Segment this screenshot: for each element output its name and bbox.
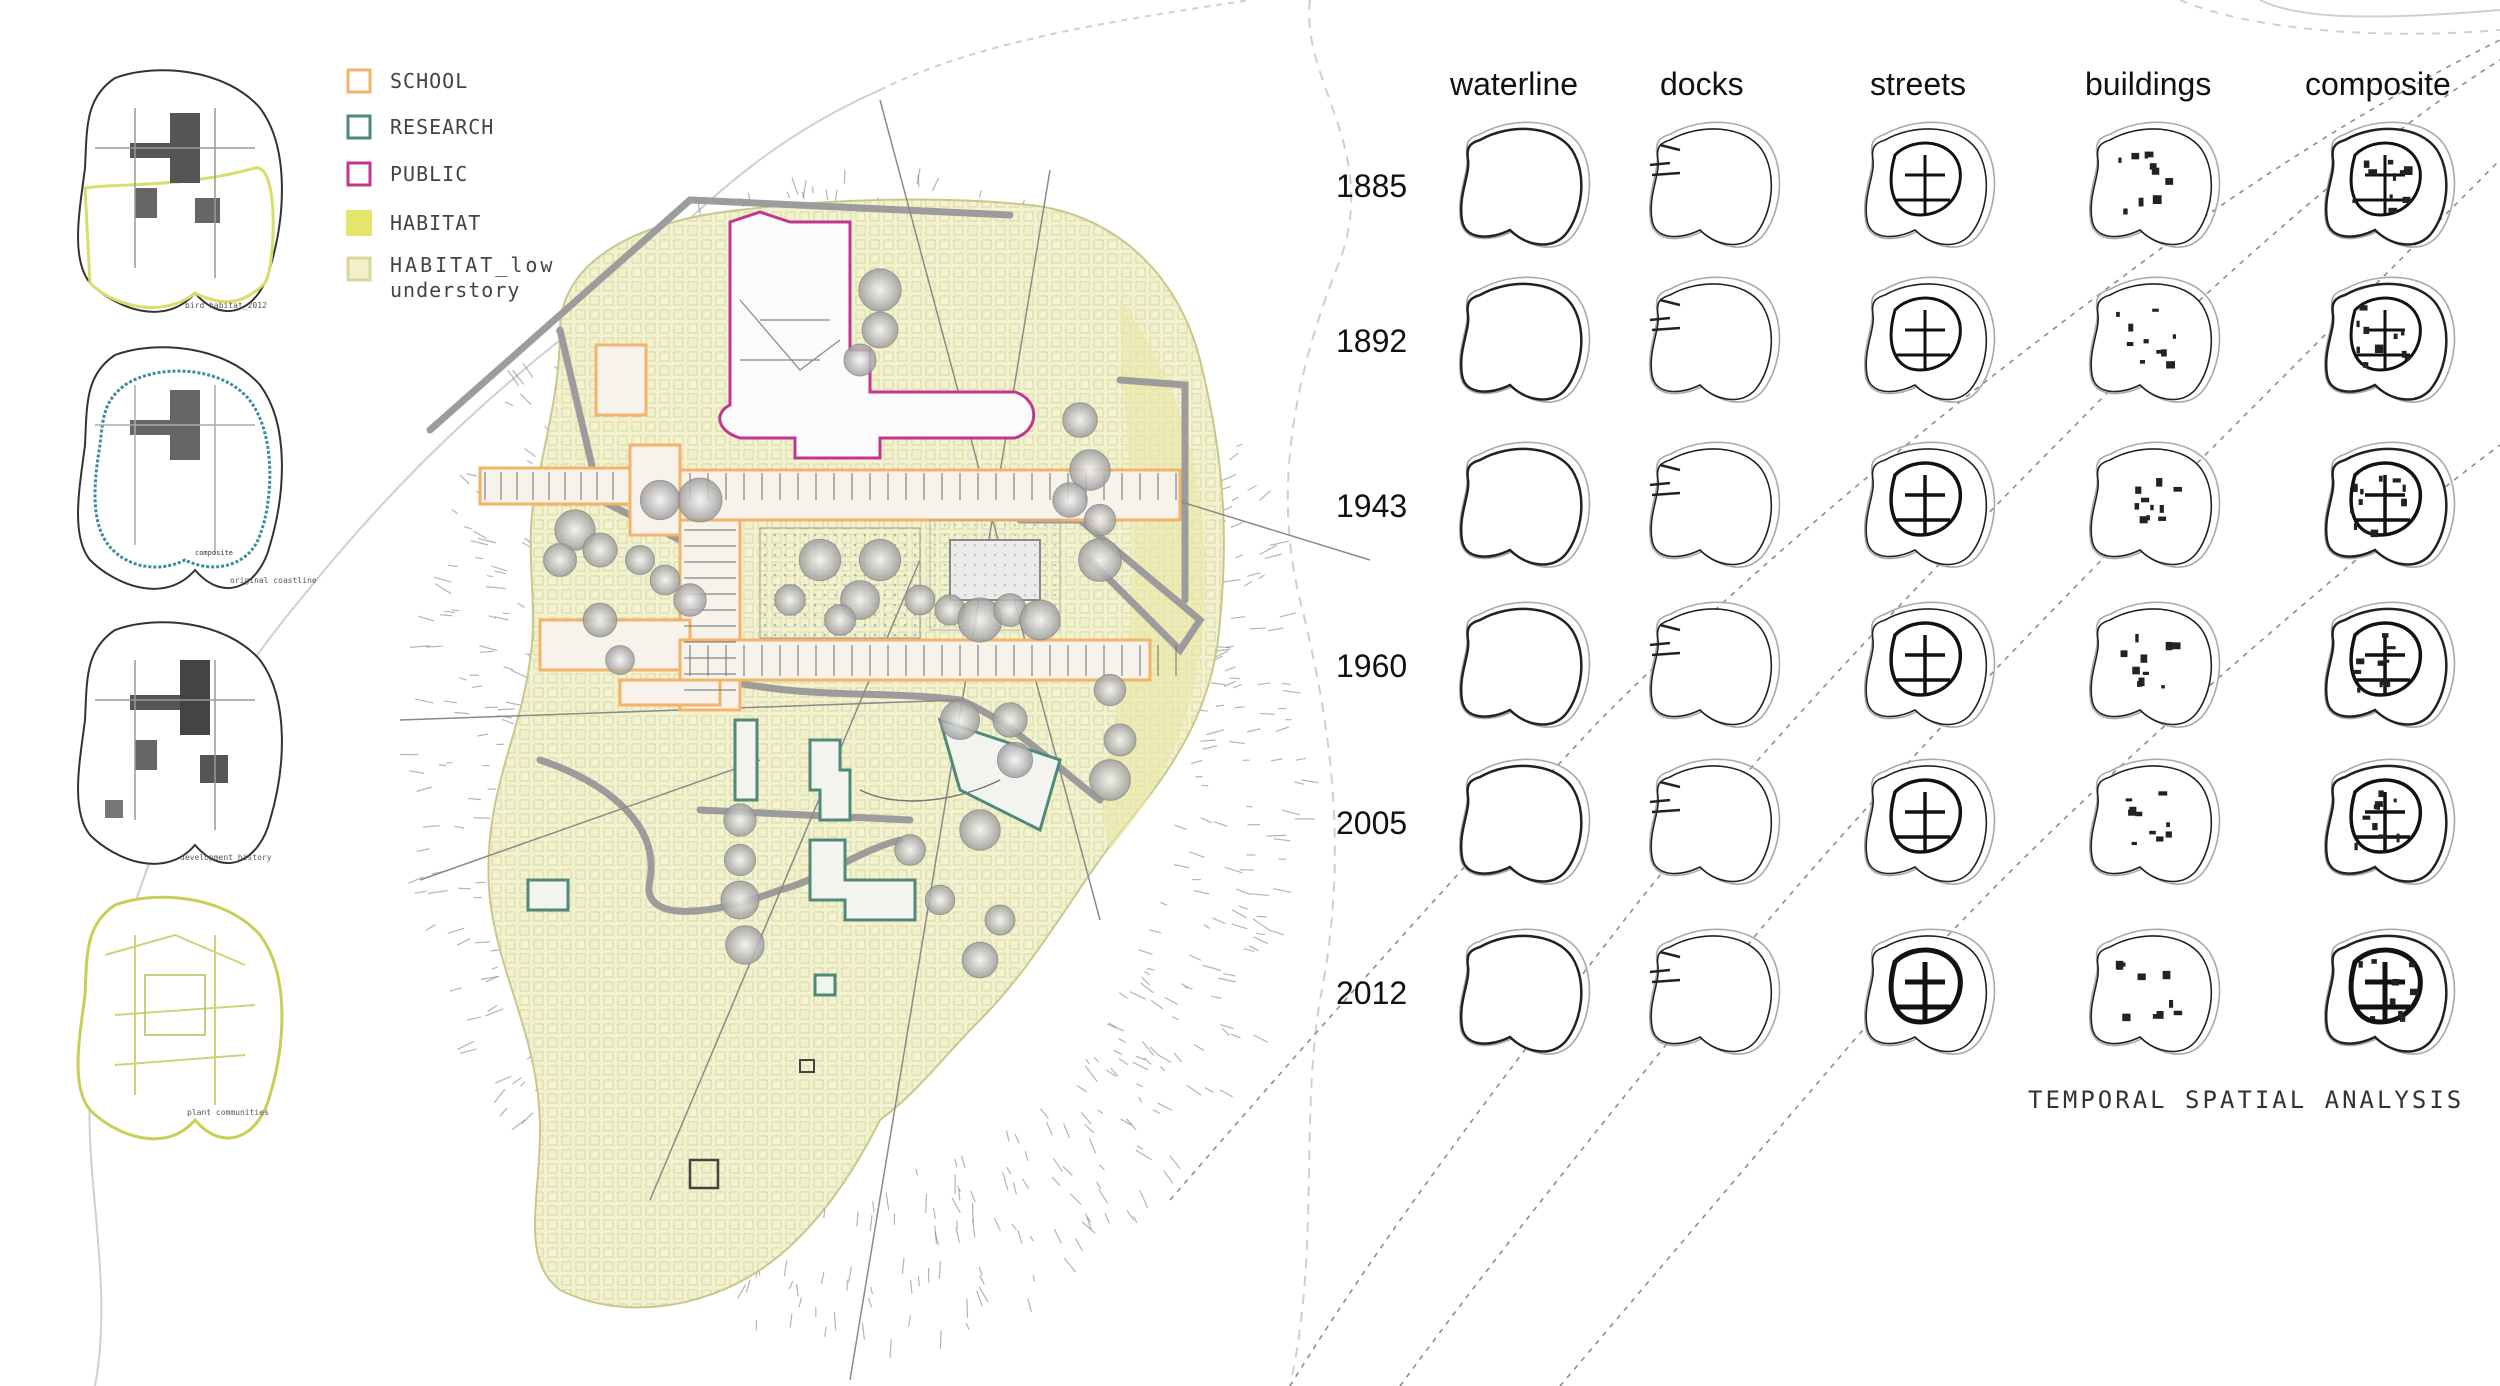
matrix-row-header-2005: 2005	[1336, 805, 1407, 841]
legend-label-habitat-low: HABITAT_low	[390, 253, 555, 277]
matrix-column-header-waterline: waterline	[1449, 66, 1578, 102]
matrix-column-header-streets: streets	[1870, 66, 1966, 102]
legend: SCHOOL RESEARCH PUBLIC HABITAT HABITAT_l…	[346, 68, 555, 302]
matrix-cell-composite-1943	[2323, 441, 2456, 568]
research-buildings	[526, 717, 1062, 997]
matrix-cell-docks-1960	[1648, 601, 1781, 728]
matrix-title: TEMPORAL SPATIAL ANALYSIS	[2028, 1086, 2464, 1114]
matrix-row-header-1960: 1960	[1336, 648, 1407, 684]
matrix-cell-composite-2012	[2323, 928, 2456, 1055]
matrix-cell-docks-1885	[1648, 121, 1781, 248]
matrix-row-header-1892: 1892	[1336, 323, 1407, 359]
matrix-row-header-2012: 2012	[1336, 975, 1407, 1011]
matrix-cell-waterline-1943	[1458, 441, 1591, 568]
matrix-cell-buildings-1892	[2088, 276, 2221, 403]
matrix-cell-streets-1885	[1863, 121, 1996, 248]
legend-swatch-school	[346, 68, 372, 94]
matrix-cell-streets-2005	[1863, 758, 1996, 885]
matrix-cell-waterline-2005	[1458, 758, 1591, 885]
matrix-dashed-shorelines	[1169, 39, 2500, 1386]
thumbnail-caption-2: development_history	[180, 853, 272, 862]
legend-label-school: SCHOOL	[390, 69, 468, 93]
matrix-column-headers: waterline docks streets buildings composite	[1449, 66, 2451, 102]
tree-canopies	[543, 268, 1137, 979]
matrix-row-header-1885: 1885	[1336, 168, 1407, 204]
thumbnail-caption-0: bird habitat_2012	[185, 301, 267, 310]
matrix-cell-waterline-1960	[1458, 601, 1591, 728]
public-building	[718, 210, 1036, 460]
matrix-column-header-composite: composite	[2305, 66, 2451, 102]
matrix-cell-streets-1892	[1863, 276, 1996, 403]
matrix-cell-docks-1892	[1648, 276, 1781, 403]
matrix-cell-buildings-1943	[2088, 441, 2221, 568]
matrix-cell-buildings-1885	[2088, 121, 2221, 248]
matrix-column-header-buildings: buildings	[2085, 66, 2211, 102]
matrix-cell-waterline-2012	[1458, 928, 1591, 1055]
matrix-cell-streets-1960	[1863, 601, 1996, 728]
matrix-cell-composite-1885	[2323, 121, 2456, 248]
matrix-cell-composite-1892	[2323, 276, 2456, 403]
research-walkway	[859, 779, 1001, 802]
public-plaza-lines	[739, 299, 841, 371]
matrix-cell-streets-2012	[1863, 928, 1996, 1055]
legend-label-research: RESEARCH	[390, 115, 494, 139]
thumbnail-bird-habitat: bird habitat_2012	[77, 69, 283, 313]
pavilion-mid	[799, 1059, 815, 1073]
matrix-cell-buildings-2005	[2088, 758, 2221, 885]
matrix-cell-waterline-1892	[1458, 276, 1591, 403]
legend-label-public: PUBLIC	[390, 162, 468, 186]
thumbnail-development-history: development_history	[77, 621, 283, 865]
matrix-cell-composite-2005	[2323, 758, 2456, 885]
thumbnail-subcaption-1: composite	[195, 549, 233, 557]
legend-swatch-public	[346, 161, 372, 187]
matrix-row-headers: 1885 1892 1943 1960 2005 2012	[1336, 168, 1407, 1011]
matrix-cell-waterline-1885	[1458, 121, 1591, 248]
matrix-cells	[1458, 121, 2456, 1055]
matrix-cell-docks-2012	[1648, 928, 1781, 1055]
analysis-thumbnails: bird habitat_2012 composite original coa…	[76, 69, 317, 1141]
matrix-cell-docks-1943	[1648, 441, 1781, 568]
legend-label-habitat-low-2: understory	[390, 278, 520, 302]
matrix-cell-composite-1960	[2323, 601, 2456, 728]
matrix-row-header-1943: 1943	[1336, 488, 1407, 524]
thumbnail-caption-1: original coastline	[230, 576, 317, 585]
thumbnail-original-coastline: composite original coastline	[77, 346, 317, 590]
island-habitat-band	[1103, 300, 1206, 850]
pavilion-south	[688, 1158, 720, 1190]
legend-swatch-habitat-low	[346, 256, 372, 282]
legend-label-habitat: HABITAT	[390, 211, 481, 235]
legend-swatch-habitat	[346, 210, 372, 236]
legend-swatch-research	[346, 114, 372, 140]
thumbnail-caption-3: plant communities	[187, 1108, 269, 1117]
matrix-cell-docks-2005	[1648, 758, 1781, 885]
matrix-column-header-docks: docks	[1660, 66, 1744, 102]
matrix-cell-buildings-1960	[2088, 601, 2221, 728]
matrix-cell-streets-1943	[1863, 441, 1996, 568]
site-plan	[399, 99, 1371, 1381]
matrix-cell-buildings-2012	[2088, 928, 2221, 1055]
thumbnail-plant-communities: plant communities	[76, 895, 284, 1141]
